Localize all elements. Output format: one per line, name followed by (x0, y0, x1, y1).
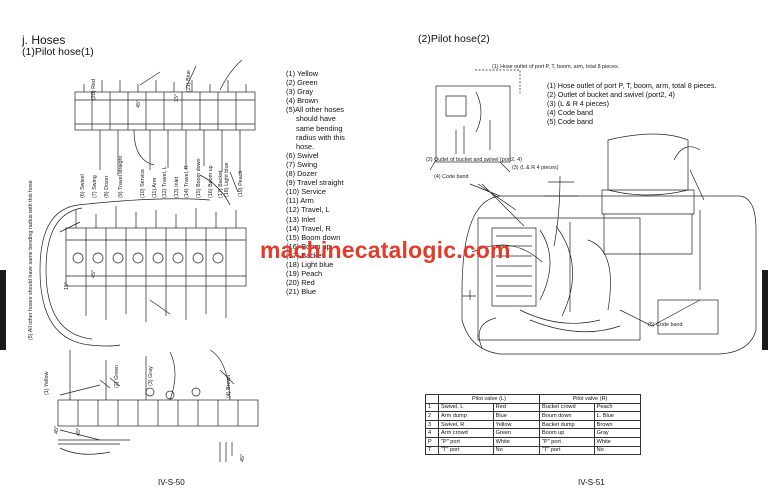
list-item: (2) Outlet of bucket and swivel (port2, … (547, 90, 675, 99)
right-subtitle: (2)Pilot hose(2) (418, 33, 490, 45)
callout-swivel: (6) Swivel (80, 174, 86, 198)
legend-item: (14) Travel, R (286, 223, 331, 233)
legend-item: (8) Dozer (286, 169, 317, 179)
angle-label: 15° (64, 282, 70, 290)
angle-label: 45° (136, 100, 142, 108)
legend-item: (5)All other hoses (286, 105, 344, 115)
callout-travel-r: (14) Travel, R (184, 165, 190, 198)
list-item: (3) (L & R 4 pieces) (547, 99, 610, 108)
angle-label: 45° (91, 270, 97, 278)
legend-item: (21) Blue (286, 287, 316, 297)
right-page-number: IV-S-51 (578, 478, 605, 487)
callout-service: (10) Service (140, 169, 146, 198)
left-subtitle: (1)Pilot hose(1) (22, 46, 94, 58)
left-thumb-tab (0, 270, 6, 350)
callout-swing: (7) Swing (92, 175, 98, 198)
callout-red: (20) Red (91, 79, 97, 100)
legend-item: (6) Swivel (286, 150, 319, 160)
callout-outlet-bucket: (2) Outlet of bucket and swivel (port2, … (426, 157, 522, 163)
legend-item: (20) Red (286, 278, 315, 288)
left-page-number: IV-S-50 (158, 478, 185, 487)
callout-gray: (3) Gray (148, 366, 154, 386)
callout-hose-outlet: (1) Hose outlet of port P, T, boom, arm,… (492, 64, 619, 70)
legend-item: (4) Brown (286, 96, 319, 106)
legend-item: (3) Gray (286, 87, 314, 97)
callout-peach: (19) Peach (238, 171, 244, 197)
legend-item: (18) Light blue (286, 259, 334, 269)
list-item: (1) Hose outlet of port P, T, boom, arm,… (547, 81, 717, 90)
legend-item: (7) Swing (286, 159, 318, 169)
angle-label: 45° (54, 426, 60, 434)
table-header-row: Pilot valve (L) Pilot valve (R) (425, 394, 641, 404)
watermark: machinecatalogic.com (260, 237, 511, 263)
legend-item: (15) Boom down (286, 232, 341, 242)
angle-label: 45° (240, 454, 246, 462)
list-item: (4) Code band (547, 108, 593, 117)
callout-green: (2) Green (114, 365, 120, 388)
angle-label: 15° (174, 94, 180, 102)
legend-item: (1) Yellow (286, 69, 319, 78)
callout-dozer: (8) Dozer (104, 175, 110, 198)
callout-light-blue: (18) Light blue (224, 163, 230, 197)
legend-item: (9) Travel straight (286, 178, 344, 188)
callout-brown: (4) Brown (226, 375, 232, 398)
legend-item: (17) Backet (286, 250, 324, 260)
legend-item: (19) Peach (286, 269, 323, 279)
angle-label: 45° (76, 428, 82, 436)
legend-item: (12) Travel, L (286, 205, 330, 215)
callout-inlet: (13) Inlet (174, 176, 180, 198)
list-item: (5) Code band (547, 117, 593, 126)
callout-travel-l: (12) Travel, L (162, 166, 168, 198)
callout-blue: (21) Blue (186, 70, 192, 92)
callout-yellow: (1) Yellow (44, 372, 50, 395)
callout-code-band-5: (5) Code band (648, 322, 682, 328)
legend-item: same bending (296, 123, 343, 133)
callout-arm: (11) Arm (152, 177, 158, 198)
callout-backet: (17) Backet (218, 170, 224, 198)
legend-item: (16) Boom up (286, 241, 331, 251)
callout-all-other-hoses: (5) All other hoses should have same ben… (28, 180, 34, 340)
callout-lr4: (3) (L & R 4 pieces) (512, 165, 559, 171)
right-thumb-tab (762, 270, 768, 350)
right-list: (1) Hose outlet of port P, T, boom, arm,… (547, 81, 717, 126)
section-title: j. Hoses (22, 33, 66, 47)
callout-boom-up: (16) Boom up (208, 165, 214, 198)
legend-item: radius with this (296, 132, 345, 142)
callout-travel-straight: (9) Travel straight (118, 156, 124, 198)
legend-item: (13) Inlet (286, 214, 316, 224)
callout-boom-down: (15) Boom down (196, 158, 202, 198)
legend-item: hose. (296, 141, 315, 151)
callout-code-band-4: (4) Code band (434, 174, 468, 180)
legend-item: should have (296, 114, 336, 124)
legend-item: (11) Arm (286, 196, 314, 206)
legend-item: (2) Green (286, 78, 318, 88)
legend-item: (10) Service (286, 187, 326, 197)
left-legend: (1) Yellow (2) Green (3) Gray (4) Brown … (286, 69, 345, 296)
